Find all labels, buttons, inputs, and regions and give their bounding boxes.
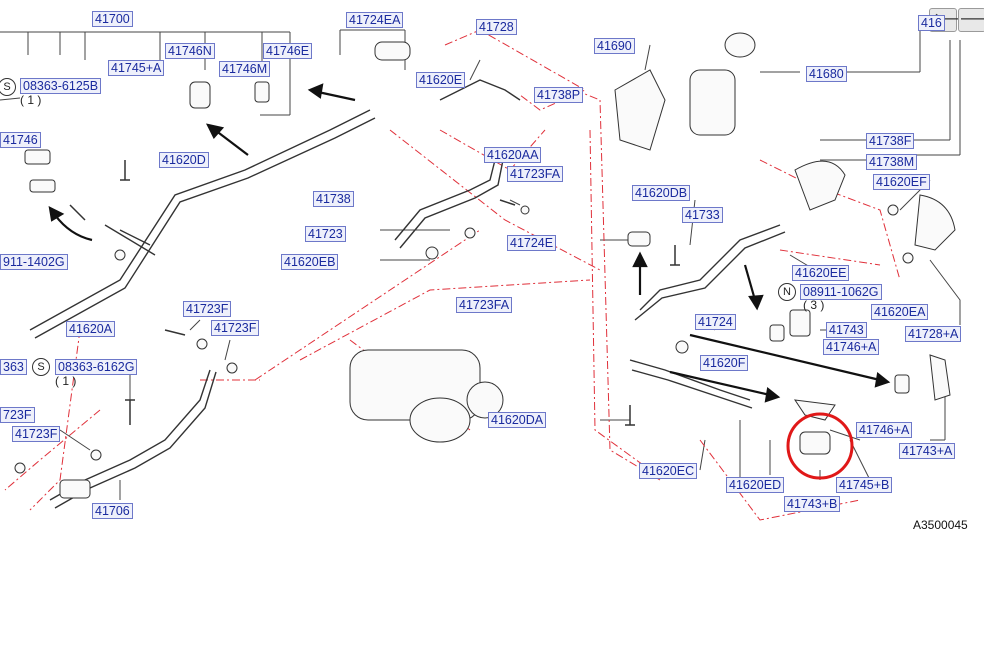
callout-41746-left[interactable]: 41746	[0, 132, 41, 148]
callout-41738m[interactable]: 41738M	[866, 154, 918, 170]
forward-button[interactable]: 🡒	[958, 8, 984, 32]
callout-41620eb[interactable]: 41620EB	[281, 254, 339, 270]
callout-363-partial[interactable]: 363	[0, 359, 27, 375]
callout-41620ec[interactable]: 41620EC	[639, 463, 698, 479]
symbol-s-2: S	[32, 358, 50, 376]
callout-41680[interactable]: 41680	[806, 66, 847, 82]
callout-41724e[interactable]: 41724E	[507, 235, 557, 251]
callout-41746e[interactable]: 41746E	[263, 43, 313, 59]
callout-41733[interactable]: 41733	[682, 207, 723, 223]
callout-41620db[interactable]: 41620DB	[632, 185, 691, 201]
callout-41743a[interactable]: 41743+A	[899, 443, 956, 459]
callout-41620ed[interactable]: 41620ED	[726, 477, 785, 493]
callout-41620f[interactable]: 41620F	[700, 355, 749, 371]
callout-41723f-a[interactable]: 41723F	[183, 301, 232, 317]
callout-41738f[interactable]: 41738F	[866, 133, 915, 149]
callout-41743[interactable]: 41743	[826, 322, 867, 338]
callout-41620d[interactable]: 41620D	[159, 152, 209, 168]
callout-41620ea[interactable]: 41620EA	[871, 304, 929, 320]
callout-41620ef[interactable]: 41620EF	[873, 174, 930, 190]
symbol-n: N	[778, 283, 796, 301]
highlight-circle	[786, 412, 854, 480]
callout-41690[interactable]: 41690	[594, 38, 635, 54]
dashed-boundaries	[4, 29, 901, 521]
brake-pipes	[29, 79, 786, 509]
callout-41723fa-top[interactable]: 41723FA	[507, 166, 564, 182]
leader-lines	[0, 19, 961, 500]
callout-41723[interactable]: 41723	[305, 226, 346, 242]
callout-41746m[interactable]: 41746M	[219, 61, 271, 77]
callout-41738[interactable]: 41738	[313, 191, 354, 207]
callout-41620e[interactable]: 41620E	[416, 72, 466, 88]
callout-41723fa-mid[interactable]: 41723FA	[456, 297, 513, 313]
callout-41743b[interactable]: 41743+B	[784, 496, 841, 512]
callout-416-partial[interactable]: 416	[918, 15, 945, 31]
callout-08911-1402g[interactable]: 911-1402G	[0, 254, 68, 270]
callout-08363-6125b[interactable]: 08363-6125B	[20, 78, 102, 94]
callout-41724[interactable]: 41724	[695, 314, 736, 330]
callout-08911-1062g[interactable]: 08911-1062G	[800, 284, 882, 300]
callout-41723f-left[interactable]: 41723F	[12, 426, 61, 442]
direction-arrows	[48, 83, 891, 403]
callout-41728[interactable]: 41728	[476, 19, 517, 35]
qty-1: ( 1 )	[20, 93, 42, 107]
qty-1b: ( 1 )	[55, 374, 77, 388]
bolts	[69, 160, 680, 426]
callout-41745b[interactable]: 41745+B	[836, 477, 893, 493]
callout-723f-partial[interactable]: 723F	[0, 407, 35, 423]
callout-41700[interactable]: 41700	[92, 11, 133, 27]
callout-08363-6162g[interactable]: 08363-6162G	[55, 359, 138, 375]
parts-shapes	[14, 32, 956, 499]
callout-41738p[interactable]: 41738P	[534, 87, 584, 103]
callout-41724ea[interactable]: 41724EA	[346, 12, 404, 28]
callout-41723f-b[interactable]: 41723F	[211, 320, 260, 336]
callout-41620ee[interactable]: 41620EE	[792, 265, 850, 281]
callout-41745a-top[interactable]: 41745+A	[108, 60, 165, 76]
callout-41728a[interactable]: 41728+A	[905, 326, 962, 342]
callout-41746n[interactable]: 41746N	[165, 43, 215, 59]
callout-41620aa[interactable]: 41620AA	[484, 147, 542, 163]
qty-3: ( 3 )	[803, 298, 825, 312]
callout-41746a-mid[interactable]: 41746+A	[823, 339, 880, 355]
callout-41706[interactable]: 41706	[92, 503, 133, 519]
callout-41746a-low[interactable]: 41746+A	[856, 422, 913, 438]
symbol-s-1: S	[0, 78, 16, 96]
drawing-code: A3500045	[913, 518, 968, 532]
callout-41620a[interactable]: 41620A	[66, 321, 116, 337]
callout-41620da[interactable]: 41620DA	[488, 412, 547, 428]
